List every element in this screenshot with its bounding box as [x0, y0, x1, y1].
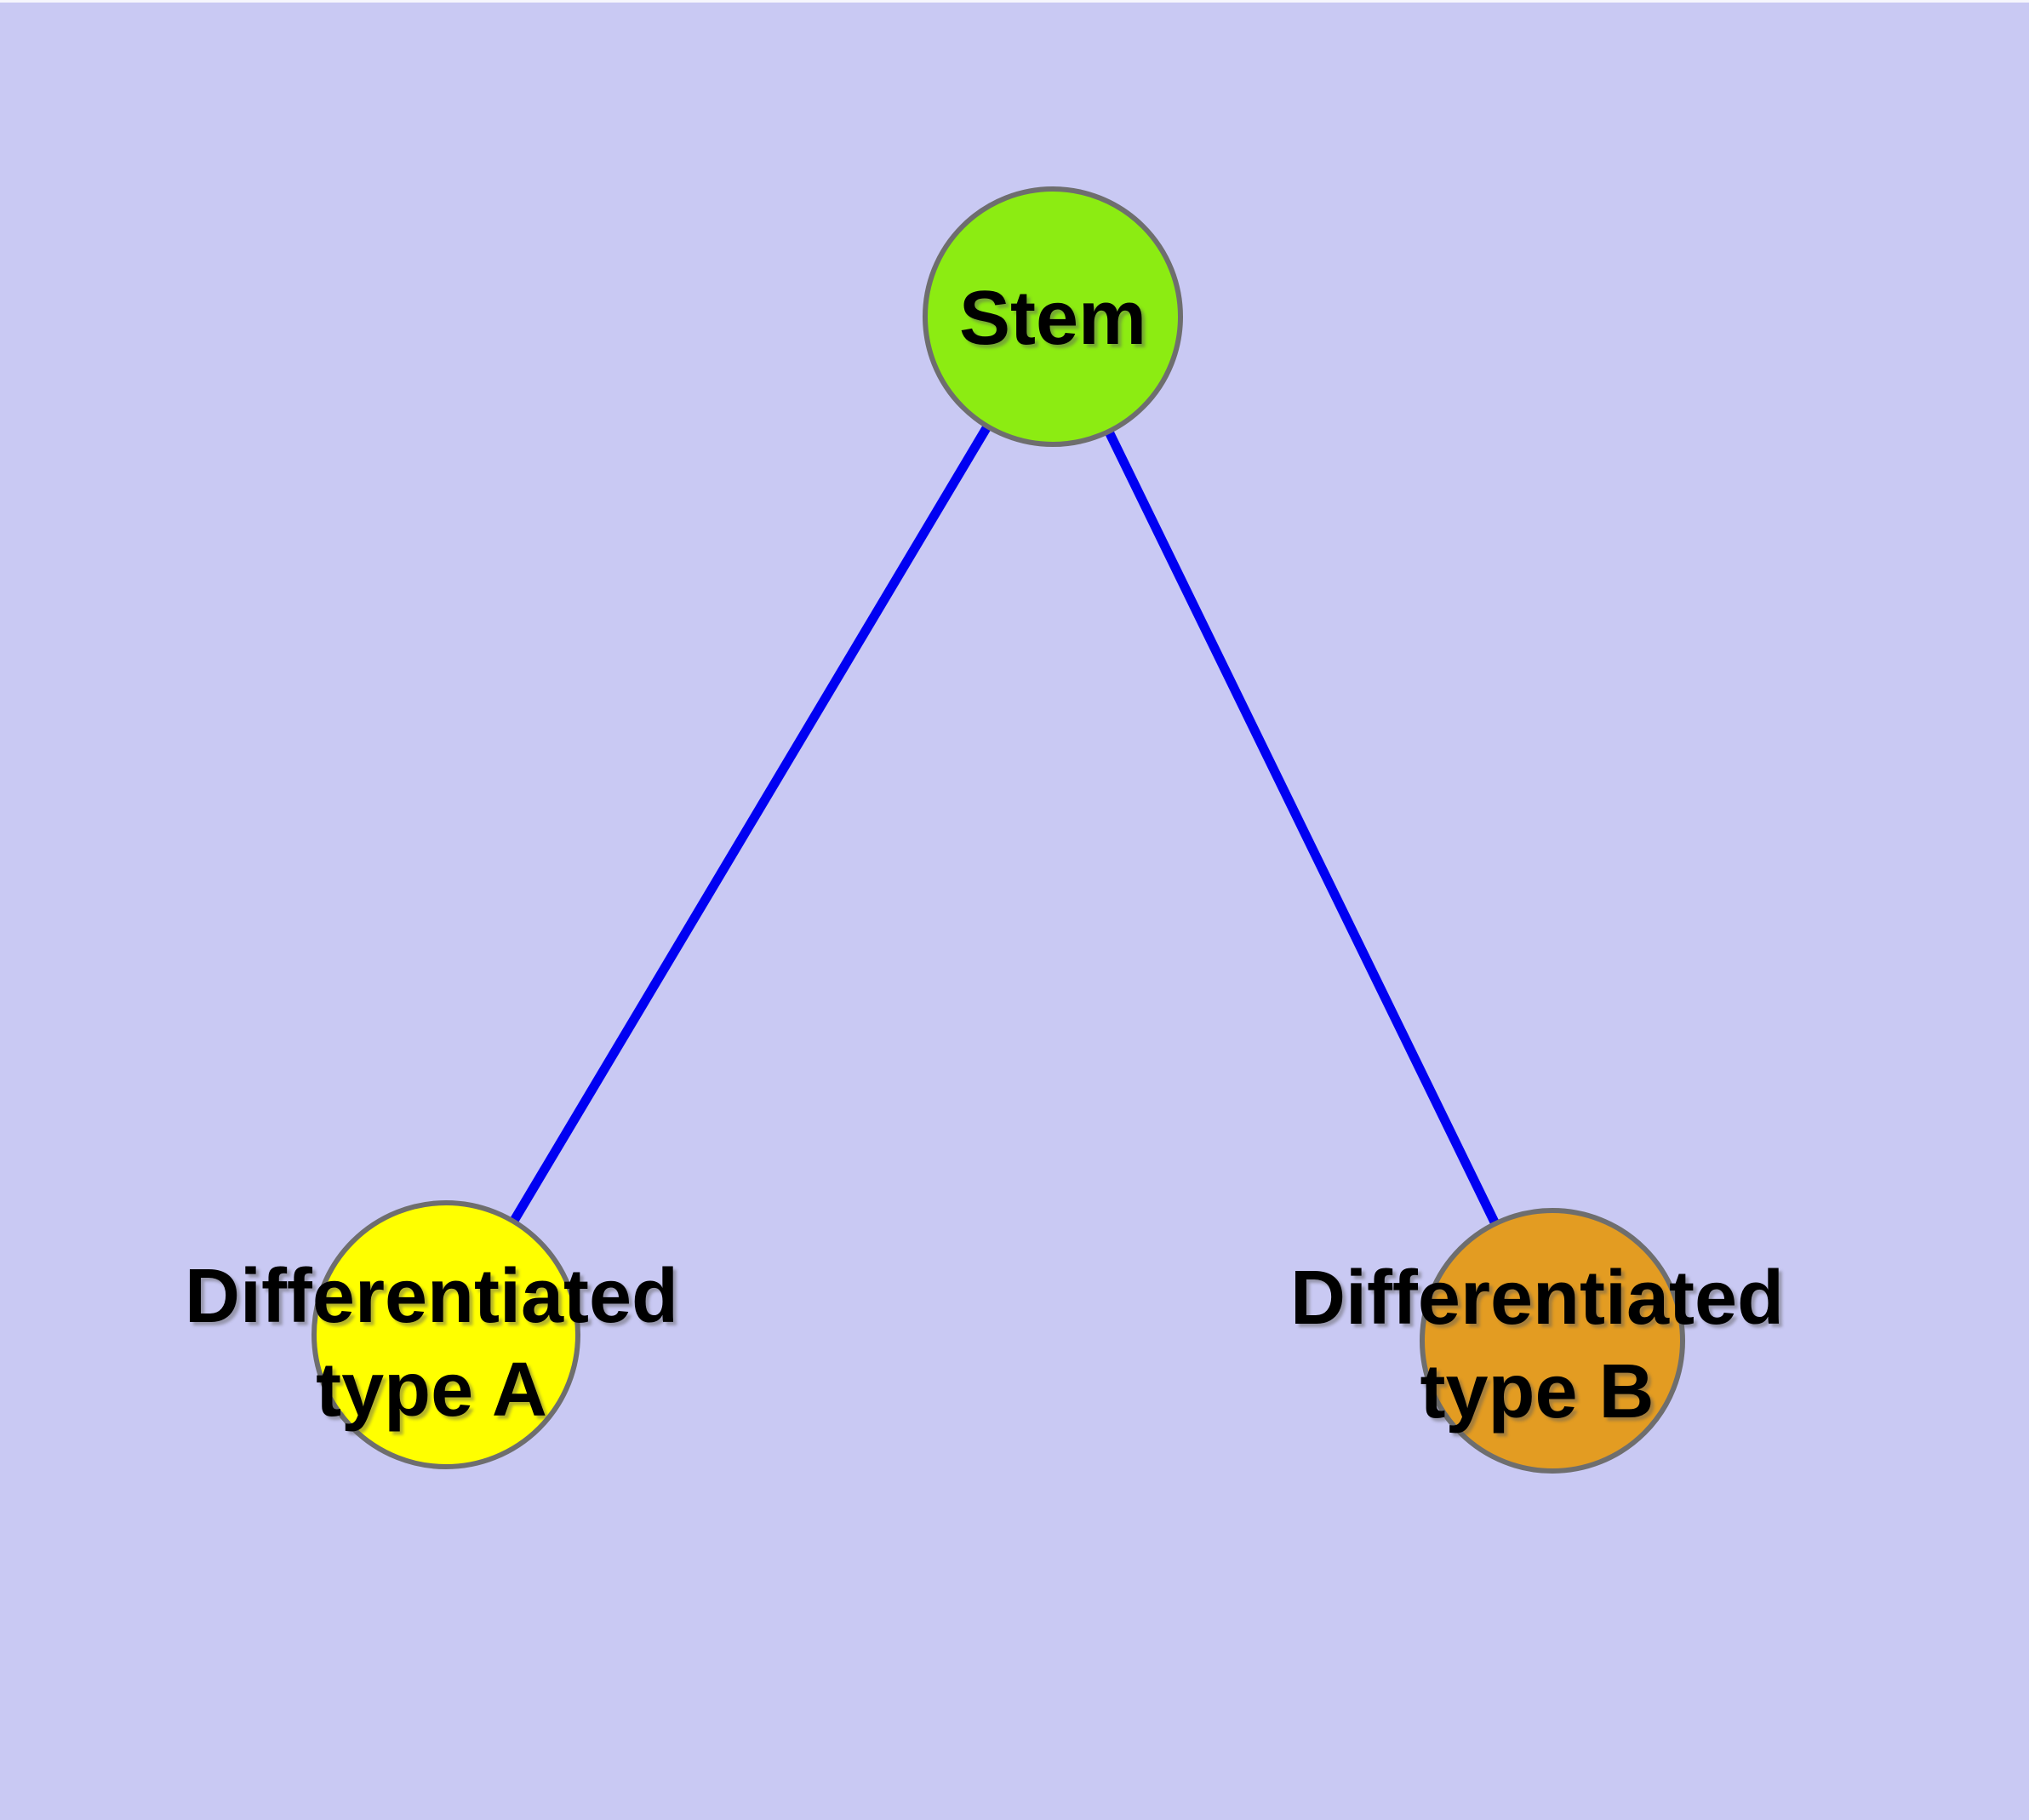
edge-stem-to-type-a[interactable] [442, 314, 1057, 1337]
node-differentiated-type-a[interactable] [311, 1200, 580, 1469]
edge-stem-to-type-b[interactable] [1049, 314, 1557, 1343]
node-stem[interactable] [923, 186, 1183, 447]
node-differentiated-type-b[interactable] [1420, 1208, 1685, 1474]
canvas-top-edge [0, 0, 2029, 3]
